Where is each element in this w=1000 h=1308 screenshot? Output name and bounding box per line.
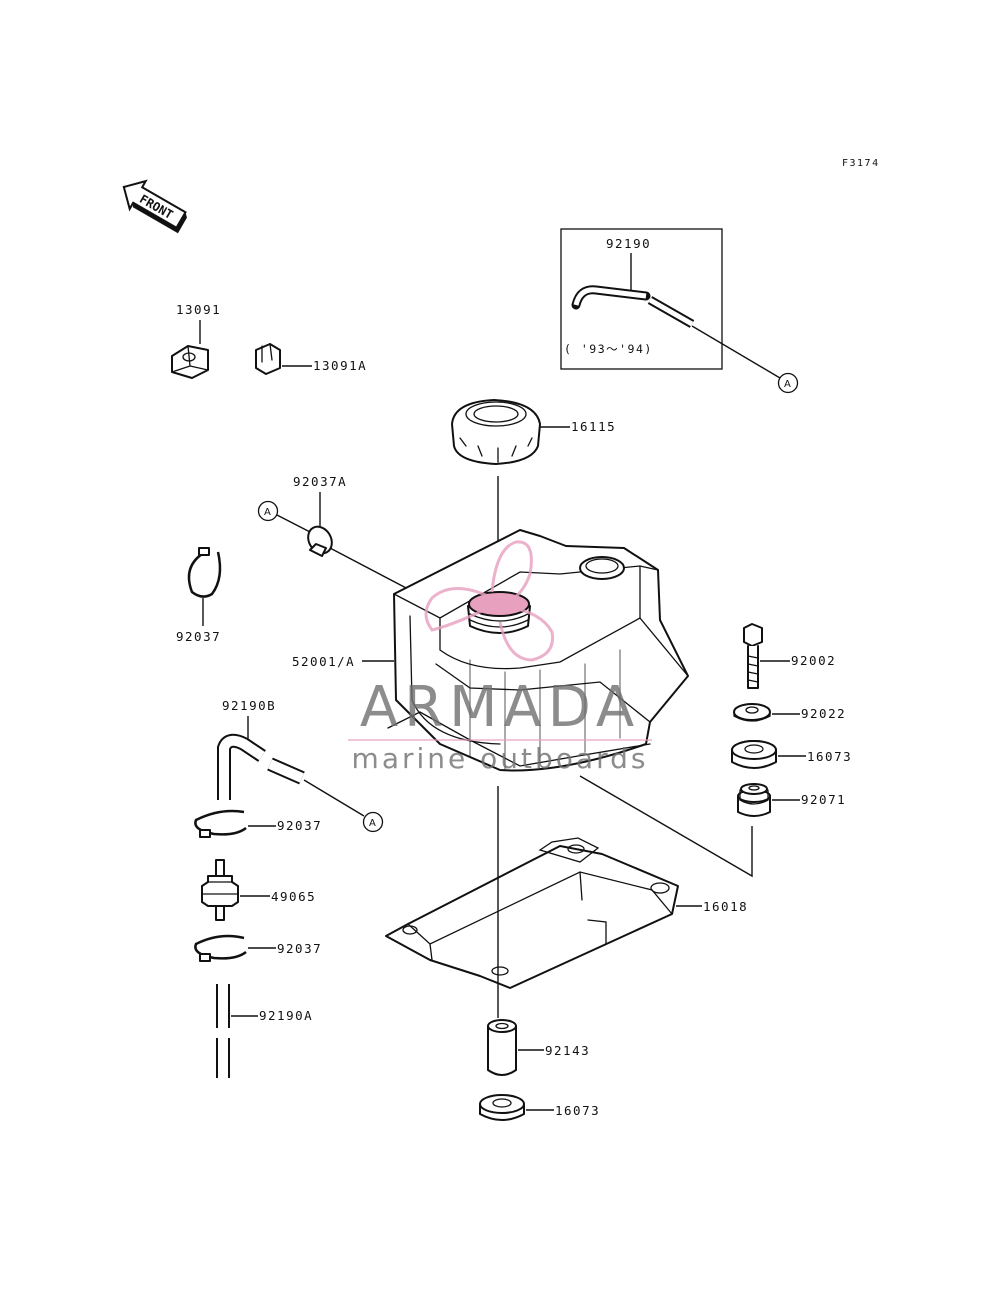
label-13091: 13091 [176,302,221,317]
watermark-tagline: marine outboards [352,742,649,775]
label-92037a: 92037A [293,474,347,489]
bracket-13091-icon [171,345,209,379]
propeller-logo-icon [424,540,555,662]
watermark-brand: ARMADA [360,675,640,740]
fuel-filter-49065-icon [201,859,239,921]
label-92037-hose2: 92037 [277,941,322,956]
svg-text:A: A [264,507,271,518]
grommet-16073-bottom-icon [479,1094,525,1121]
figure-code: F3174 [842,158,880,169]
callout-a-top [777,372,799,394]
label-49065: 49065 [271,889,316,904]
callout-a-bottom [362,811,384,833]
label-92071: 92071 [801,792,846,807]
hose-92190b-icon [217,733,305,800]
front-arrow-icon: FRONT [122,179,187,234]
washer-92022-icon [733,703,771,722]
label-16073-right: 16073 [807,749,852,764]
tray-16018-icon [385,837,679,989]
collar-92143-icon [487,1019,517,1076]
label-92190: 92190 [606,236,651,251]
band-92037-hose2-icon [194,934,247,962]
svg-text:A: A [369,818,376,829]
callout-a-left [257,500,279,522]
label-92037-left: 92037 [176,629,221,644]
clamp-92037a-icon [307,525,333,557]
label-92037-hose1: 92037 [277,818,322,833]
svg-text:A: A [784,379,791,390]
label-92002: 92002 [791,653,836,668]
label-13091a: 13091A [313,358,367,373]
armada-logo: ARMADA marine outboards [348,540,652,775]
band-92037-hose1-icon [194,809,247,838]
inset-box [560,228,723,370]
label-92190b: 92190B [222,698,276,713]
label-92022: 92022 [801,706,846,721]
label-52001a: 52001/A [292,654,355,669]
label-16073-bottom: 16073 [555,1103,600,1118]
clip-13091a-icon [255,343,281,375]
hose-92190-icon [571,285,695,328]
inset-note: ( '93～'94) [564,342,653,356]
label-92143: 92143 [545,1043,590,1058]
band-92037-icon [187,547,222,598]
damper-92071-icon [737,783,771,817]
label-92190a: 92190A [259,1008,313,1023]
bolt-92002-icon [743,623,763,689]
label-16115: 16115 [571,419,616,434]
grommet-16073-right-icon [731,740,777,769]
label-16018: 16018 [703,899,748,914]
fuel-cap-16115-icon [451,399,541,465]
